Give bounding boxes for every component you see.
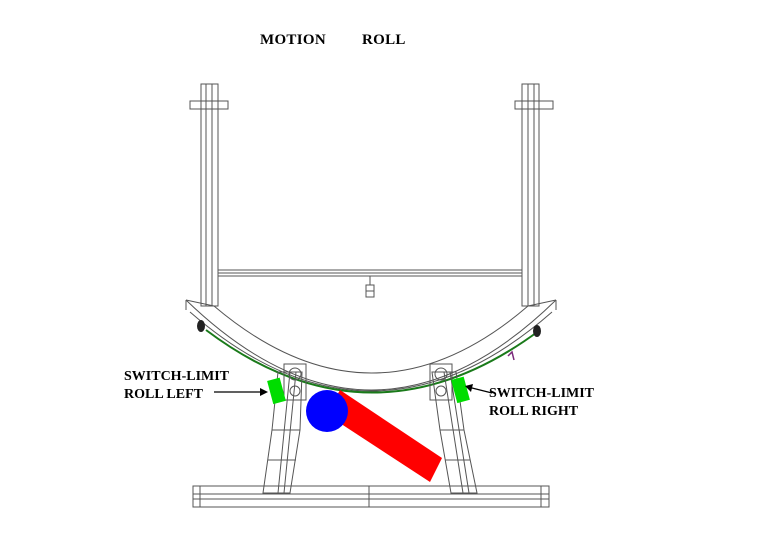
switch-limit-right-block <box>451 376 470 404</box>
knob-right-icon <box>507 325 541 361</box>
crossbar <box>217 269 523 298</box>
left-leg <box>262 371 303 494</box>
title-word-1: MOTION <box>260 32 326 48</box>
label-right-line1: SWITCH-LIMIT <box>489 386 595 401</box>
label-left-line2: ROLL LEFT <box>124 387 203 402</box>
left-post <box>189 83 229 307</box>
red-arm <box>326 390 442 482</box>
knob-left-icon <box>197 320 205 332</box>
label-right-line2: ROLL RIGHT <box>489 404 579 419</box>
base-beam <box>192 485 550 508</box>
green-rail <box>205 329 541 394</box>
arrow-left-icon <box>214 388 268 396</box>
arrow-right-icon <box>465 384 493 394</box>
right-leg <box>431 371 478 494</box>
right-post <box>514 83 554 307</box>
curved-cradle <box>185 299 557 392</box>
switch-limit-left-block <box>267 377 286 405</box>
left-pivot <box>283 363 307 401</box>
title-word-2: ROLL <box>362 32 406 48</box>
label-left-line1: SWITCH-LIMIT <box>124 369 230 384</box>
blue-ball <box>306 390 348 432</box>
